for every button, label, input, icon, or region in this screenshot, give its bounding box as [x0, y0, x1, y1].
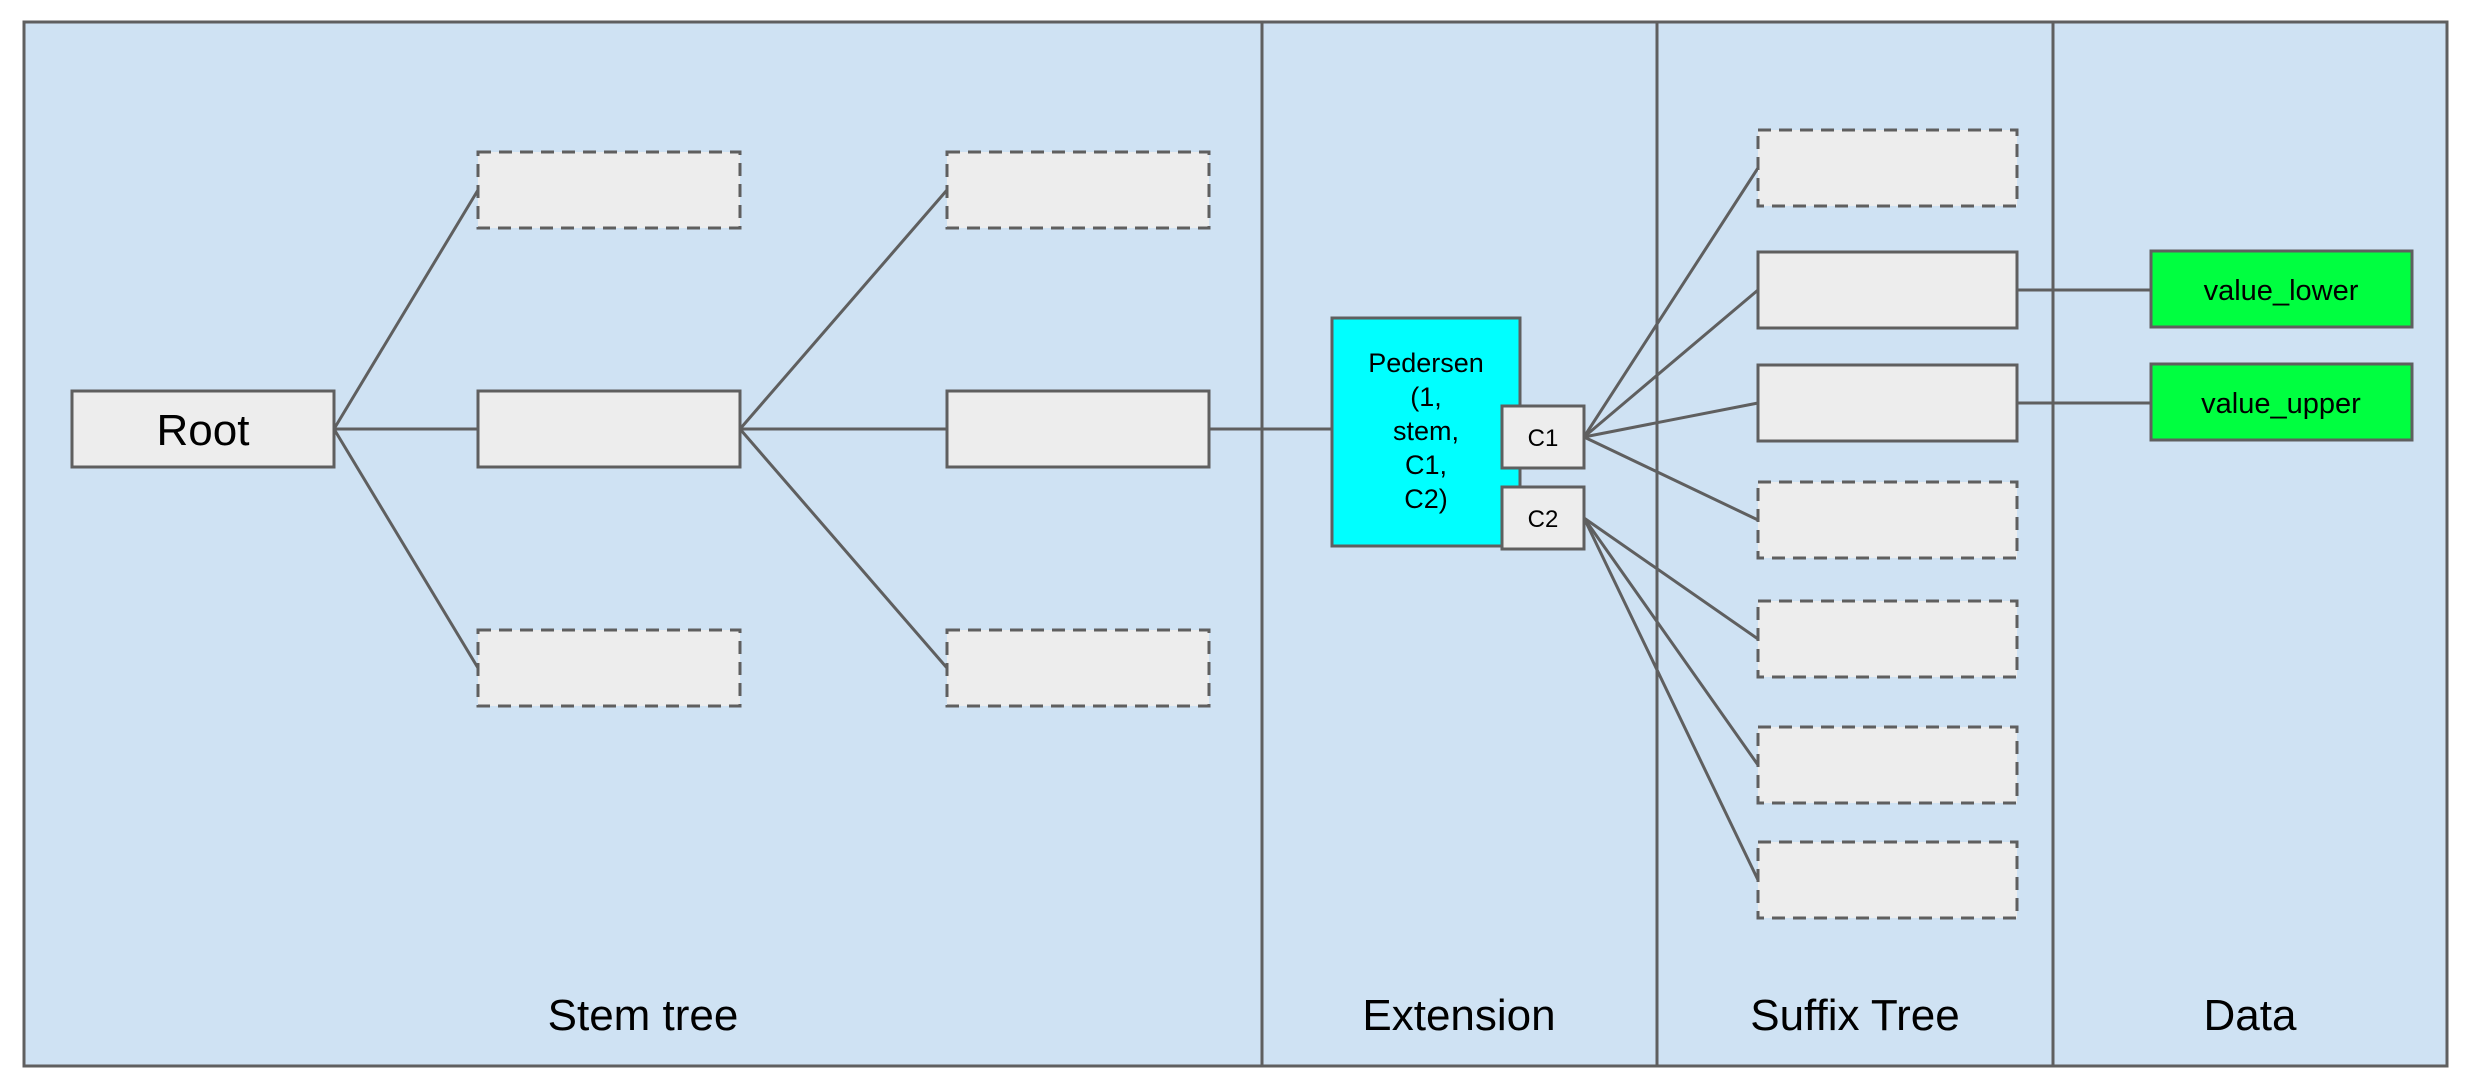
- section-label-stem-tree: Stem tree: [548, 991, 739, 1040]
- edge-c1-to-suffix3: [1583, 401, 1759, 439]
- c2-node-label: C2: [1528, 506, 1559, 533]
- stem-level3-node: [945, 389, 1211, 469]
- suffix-node-2: [1756, 250, 2019, 330]
- edge-c2-to-suffix6: [1582, 517, 1760, 766]
- suffix-node-7-placeholder: [1756, 840, 2019, 920]
- edge-c2-to-suffix7: [1582, 517, 1760, 881]
- edge-root-to-stem2-bottom: [332, 428, 480, 669]
- edge-c1-to-suffix4: [1583, 435, 1759, 522]
- value-lower-label: value_lower: [2204, 275, 2359, 307]
- pedersen-label-line-4: C1,: [1405, 450, 1447, 480]
- suffix-node-6-placeholder: [1756, 725, 2019, 805]
- pedersen-label-line-3: stem,: [1393, 416, 1459, 446]
- section-label-data: Data: [2204, 991, 2297, 1040]
- root-node-label: Root: [157, 406, 250, 455]
- stem-level2-node: [476, 389, 742, 469]
- stem-level3-top-placeholder: [945, 150, 1211, 230]
- edge-c1-to-suffix1: [1582, 167, 1760, 438]
- value-upper-node: [2149, 362, 2414, 442]
- suffix-node-5-placeholder: [1756, 599, 2019, 679]
- edge-c1-to-suffix2: [1583, 288, 1759, 439]
- c1-node-label: C1: [1528, 425, 1559, 452]
- section-label-extension: Extension: [1362, 991, 1555, 1040]
- suffix-node-3: [1756, 363, 2019, 443]
- suffix-node-4-placeholder: [1756, 480, 2019, 560]
- pedersen-label-line-2: (1,: [1410, 382, 1442, 412]
- root-node: [70, 389, 336, 469]
- edge-stem2-to-stem3-bottom: [738, 428, 949, 669]
- section-label-suffix-tree: Suffix Tree: [1750, 991, 1960, 1040]
- pedersen-label-line-5: C2): [1404, 484, 1448, 514]
- stem-level2-top-placeholder: [476, 150, 742, 230]
- stem-level3-bottom-placeholder: [945, 628, 1211, 708]
- stem-level2-bottom-placeholder: [476, 628, 742, 708]
- c1-node: [1500, 404, 1586, 470]
- suffix-node-1-placeholder: [1756, 128, 2019, 208]
- value-lower-node: [2149, 249, 2414, 329]
- edge-root-to-stem2-top: [332, 189, 480, 430]
- value-upper-label: value_upper: [2201, 388, 2361, 420]
- pedersen-commitment-node: [1330, 316, 1522, 548]
- diagram-background: [22, 20, 2449, 1068]
- pedersen-label-line-1: Pedersen: [1368, 348, 1484, 378]
- c2-node: [1500, 485, 1586, 551]
- edge-c2-to-suffix5: [1583, 516, 1759, 641]
- edge-stem2-to-stem3-top: [738, 189, 949, 430]
